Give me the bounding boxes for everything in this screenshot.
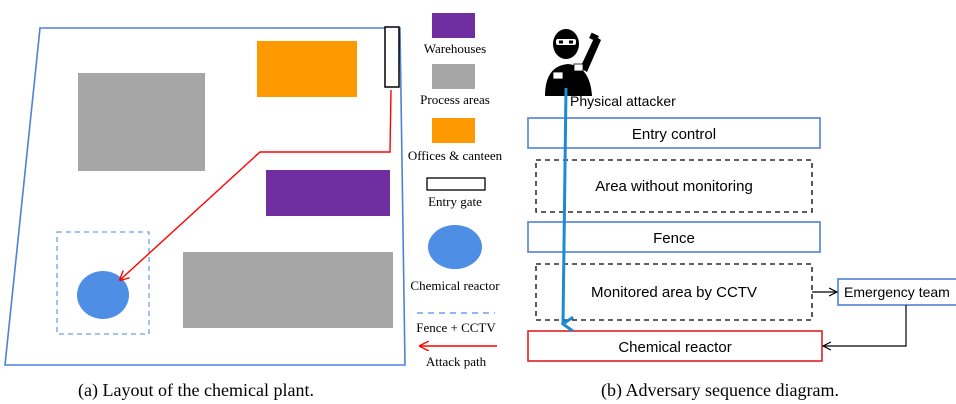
caption-a: (a) Layout of the chemical plant. <box>78 380 314 401</box>
monitored-area-label: Monitored area by CCTV <box>591 284 757 301</box>
fence-cctv-zone <box>56 231 150 335</box>
legend-entry-gate-label: Entry gate <box>428 194 482 209</box>
process-area-top <box>78 73 205 171</box>
caption-b: (b) Adversary sequence diagram. <box>601 380 839 401</box>
legend-warehouse-swatch <box>432 13 475 38</box>
attacker-icon <box>545 29 601 96</box>
legend-reactor-swatch <box>428 225 482 269</box>
entry-control-box <box>527 117 821 149</box>
legend-chemical-reactor-label: Chemical reactor <box>410 278 500 293</box>
legend-process-swatch <box>432 64 475 89</box>
offices-canteen-building <box>257 41 357 97</box>
legend-warehouses-label: Warehouses <box>424 41 487 56</box>
emergency-team-label: Emergency team <box>844 284 950 300</box>
chemical-reactor-circle <box>77 271 129 319</box>
legend-offices-swatch <box>432 118 475 143</box>
plant-layout <box>4 26 406 366</box>
legend-attack-path-label: Attack path <box>426 354 487 369</box>
plant-boundary <box>4 27 406 366</box>
entry-gate <box>384 26 400 88</box>
monitored-area-box <box>535 263 813 321</box>
legend: Warehouses Process areas Offices & cante… <box>408 13 503 369</box>
fence-box <box>527 221 821 253</box>
attack-path-line <box>120 89 392 280</box>
legend-offices-label: Offices & canteen <box>408 148 503 163</box>
attack-sequence-arrow <box>563 87 566 324</box>
chemical-reactor-label: Chemical reactor <box>618 339 731 356</box>
fence-label: Fence <box>653 230 695 247</box>
legend-entry-gate-swatch <box>426 177 486 191</box>
attacker-label: Physical attacker <box>570 93 676 109</box>
legend-process-areas-label: Process areas <box>420 92 490 107</box>
legend-fence-cctv-label: Fence + CCTV <box>416 320 496 335</box>
process-area-bottom <box>183 252 393 328</box>
area-without-monitoring-label: Area without monitoring <box>595 178 753 195</box>
area-without-monitoring-box <box>535 159 813 213</box>
entry-control-label: Entry control <box>632 126 716 143</box>
warehouse-building <box>266 170 390 216</box>
emergency-team-box <box>837 278 956 306</box>
emergency-to-reactor-arrow <box>823 305 907 346</box>
